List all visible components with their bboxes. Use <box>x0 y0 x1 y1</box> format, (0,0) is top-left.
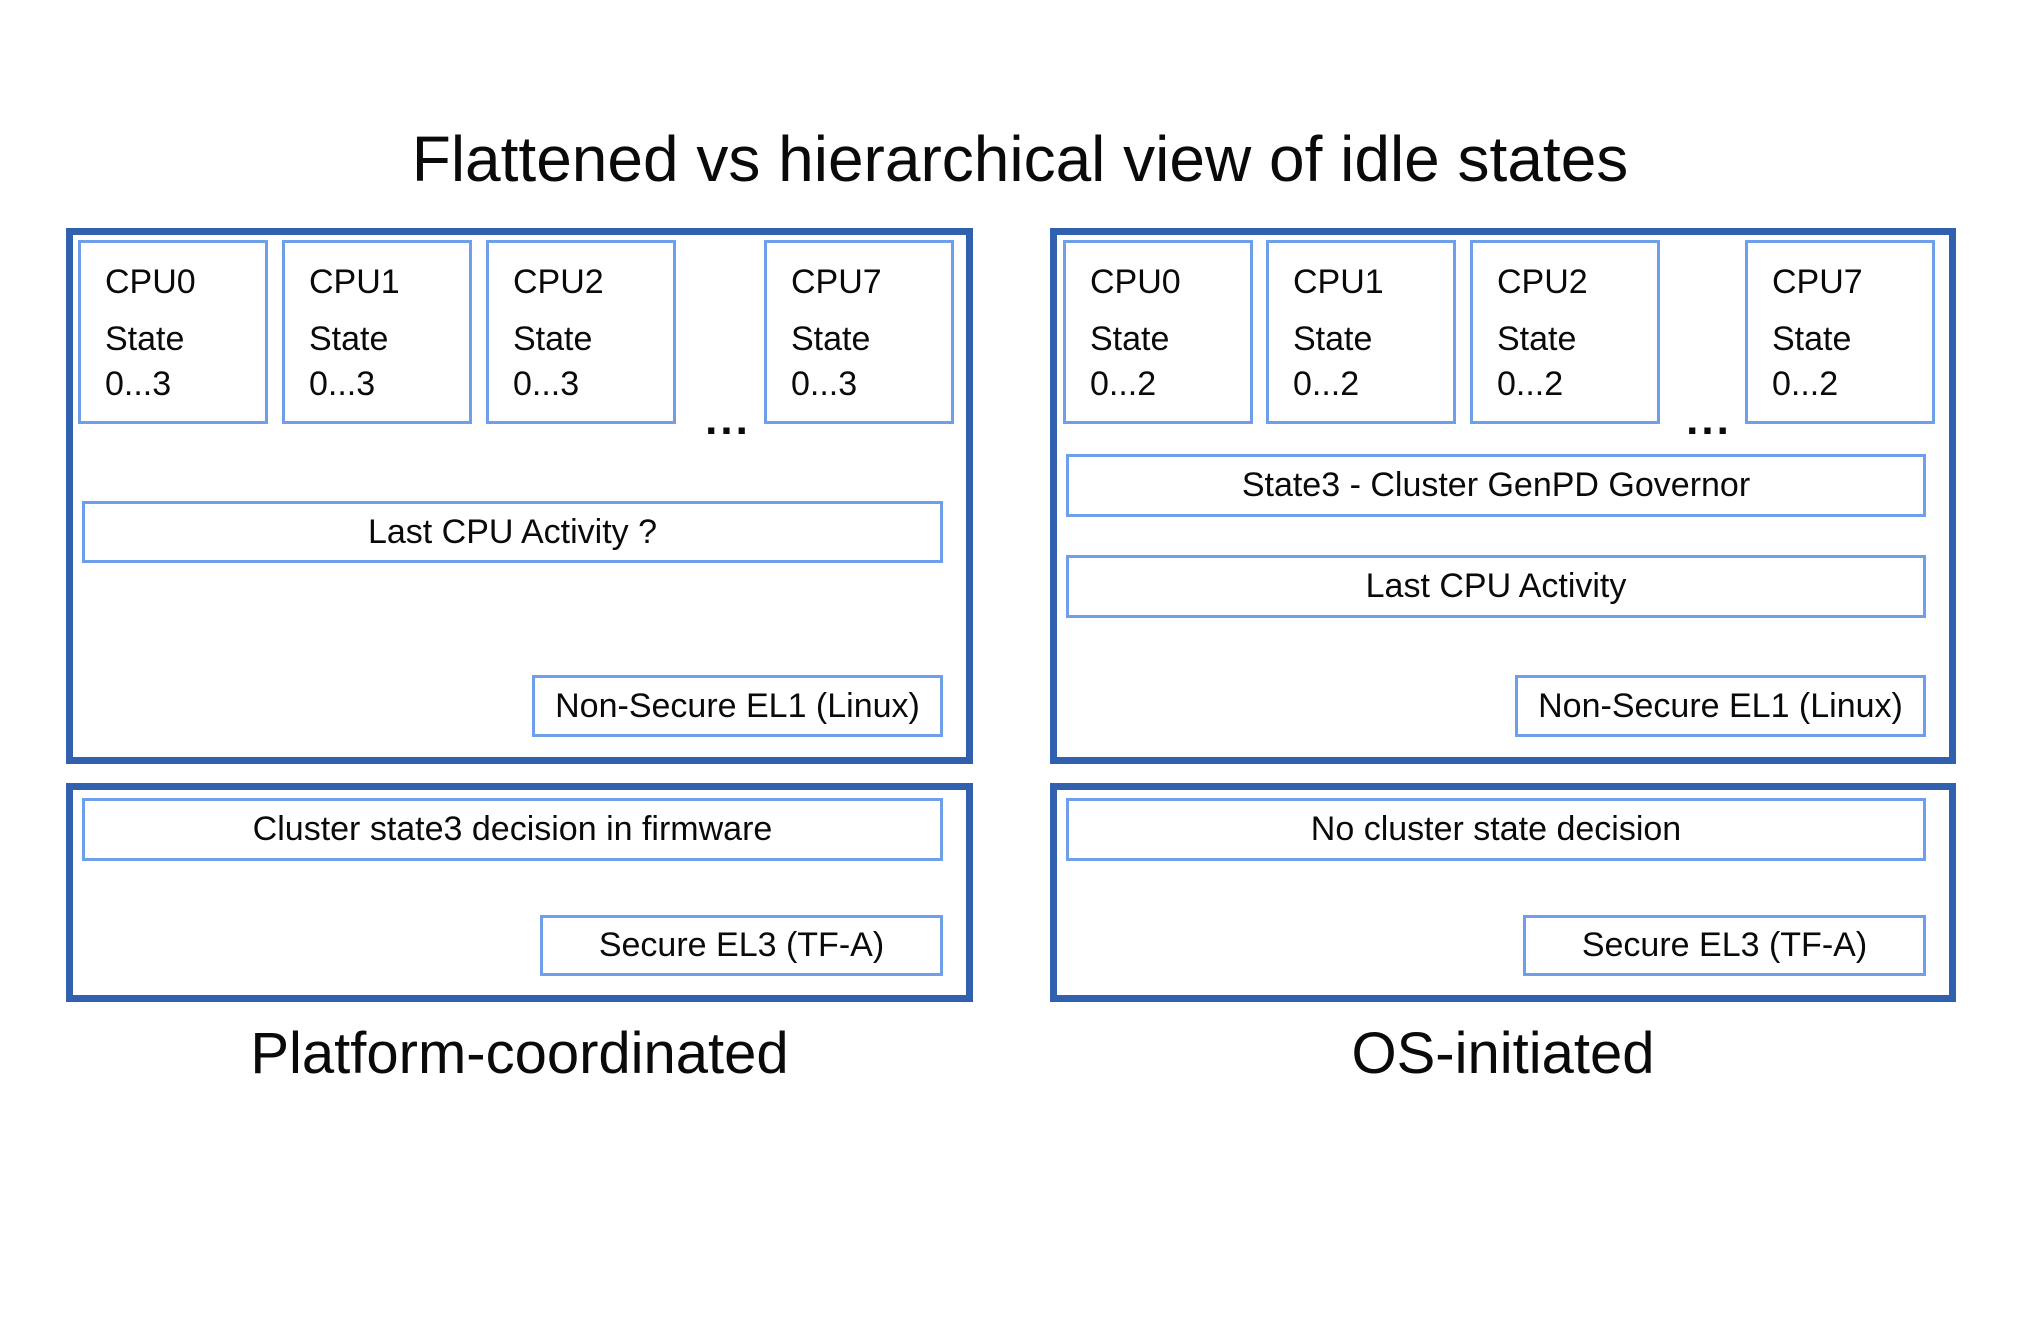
cpu-state: State 0...3 <box>513 320 593 404</box>
cluster-genpd-governor-box: State3 - Cluster GenPD Governor <box>1066 454 1926 517</box>
cpu-box: CPU0 State 0...2 <box>1063 240 1253 424</box>
cpu-state: State 0...2 <box>1772 320 1852 404</box>
cpu-state: State 0...3 <box>105 320 185 404</box>
secure-el3-box: Secure EL3 (TF-A) <box>1523 915 1926 976</box>
secure-el3-box: Secure EL3 (TF-A) <box>540 915 943 976</box>
os-initiated-caption: OS-initiated <box>1351 1021 1655 1086</box>
cpu-box: CPU1 State 0...3 <box>282 240 472 424</box>
page-title: Flattened vs hierarchical view of idle s… <box>411 123 1629 195</box>
cpu-label: CPU0 <box>105 263 196 301</box>
cpu-label: CPU7 <box>791 263 882 301</box>
cpu-box: CPU0 State 0...3 <box>78 240 268 424</box>
cpu-label: CPU7 <box>1772 263 1863 301</box>
cpu-box: CPU1 State 0...2 <box>1266 240 1456 424</box>
cpu-label: CPU2 <box>513 263 604 301</box>
cpu-label: CPU1 <box>309 263 400 301</box>
cpu-box: CPU7 State 0...3 <box>764 240 954 424</box>
last-cpu-activity-box: Last CPU Activity <box>1066 555 1926 618</box>
cpu-state: State 0...3 <box>309 320 389 404</box>
cpu-state: State 0...2 <box>1090 320 1170 404</box>
cpu-box: CPU2 State 0...3 <box>486 240 676 424</box>
cpu-ellipsis: ... <box>1686 395 1732 444</box>
cpu-state: State 0...2 <box>1293 320 1373 404</box>
cpu-state: State 0...3 <box>791 320 871 404</box>
cpu-box: CPU7 State 0...2 <box>1745 240 1935 424</box>
cpu-label: CPU0 <box>1090 263 1181 301</box>
os-initiated-el1-panel: CPU0 State 0...2 CPU1 State 0...2 CPU2 S… <box>1050 228 1956 764</box>
last-cpu-activity-box: Last CPU Activity ? <box>82 501 943 563</box>
cluster-decision-box: Cluster state3 decision in firmware <box>82 798 943 861</box>
cpu-label: CPU2 <box>1497 263 1588 301</box>
platform-coordinated-el1-panel: CPU0 State 0...3 CPU1 State 0...3 CPU2 S… <box>66 228 973 764</box>
non-secure-el1-box: Non-Secure EL1 (Linux) <box>532 675 943 737</box>
non-secure-el1-box: Non-Secure EL1 (Linux) <box>1515 675 1926 737</box>
cluster-decision-box: No cluster state decision <box>1066 798 1926 861</box>
cpu-box: CPU2 State 0...2 <box>1470 240 1660 424</box>
os-initiated-el3-panel: No cluster state decision Secure EL3 (TF… <box>1050 783 1956 1002</box>
platform-coordinated-caption: Platform-coordinated <box>250 1021 789 1086</box>
platform-coordinated-el3-panel: Cluster state3 decision in firmware Secu… <box>66 783 973 1002</box>
cpu-label: CPU1 <box>1293 263 1384 301</box>
cpu-ellipsis: ... <box>705 395 751 444</box>
cpu-state: State 0...2 <box>1497 320 1577 404</box>
